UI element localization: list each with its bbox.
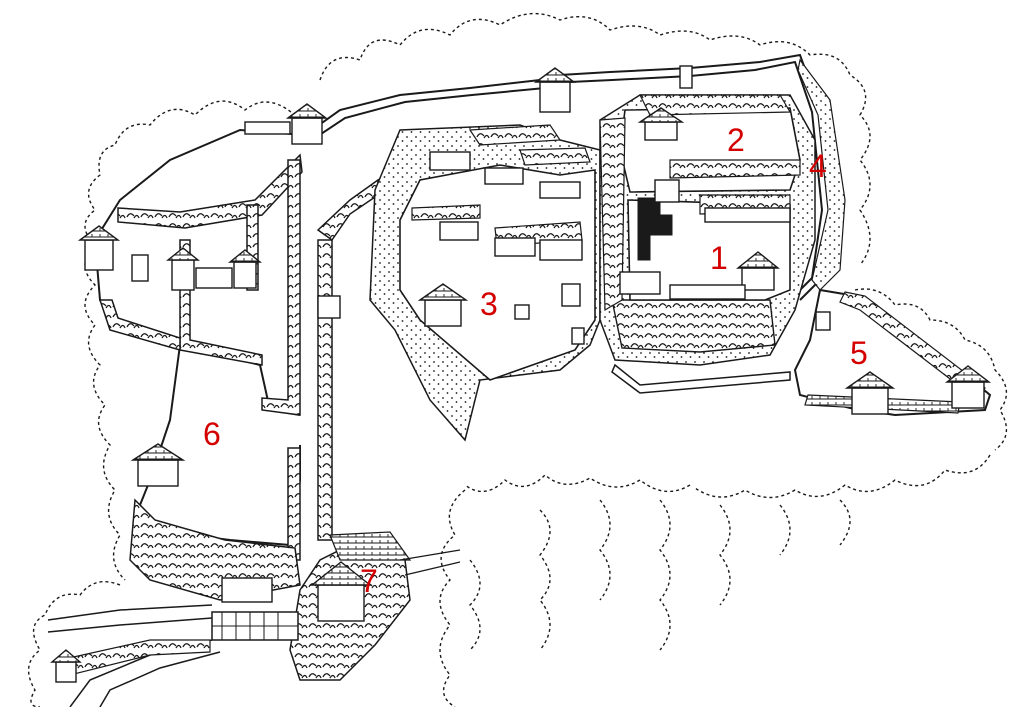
bailey-7-keep (309, 561, 373, 622)
bailey-3-north-gate (539, 181, 581, 199)
bailey-6-east-wall (261, 159, 301, 416)
northwest-gate-tower (285, 103, 329, 145)
bailey-1-west-wall (599, 117, 626, 312)
bailey-label-1: 1 (710, 240, 728, 276)
bailey-5-turret-a (844, 371, 896, 415)
bailey-3-north-wall (468, 124, 562, 146)
bailey-6-bridge (195, 267, 233, 289)
approach-road-wall-left (317, 239, 333, 541)
bailey-6-gate-a (166, 247, 200, 291)
bailey-3-hall-b (539, 239, 583, 261)
bailey-5-gate (815, 311, 831, 331)
bailey-3-inner-wall (411, 204, 481, 221)
bailey-6-house-a (131, 254, 149, 282)
bailey-2-turret (637, 107, 685, 141)
bailey-5-turret-b (944, 365, 992, 409)
main-hall-building (669, 284, 746, 300)
bailey-4-east-slope (797, 58, 846, 291)
bailey-6-gate-b (228, 249, 262, 289)
bailey-2-north-wall (639, 94, 792, 116)
bailey-3-well (514, 304, 530, 320)
bailey-6-south-turret (130, 443, 186, 487)
lower-stone-wall (59, 639, 211, 676)
bailey-3-turret (417, 283, 469, 327)
bailey-1-gate-house (619, 271, 661, 295)
bailey-3-hut (571, 327, 585, 345)
northeast-gate (679, 65, 693, 89)
approach-road-wall-inner (287, 447, 301, 561)
approach-gate-house (317, 295, 341, 319)
bailey-7-steps (329, 531, 412, 561)
bailey-label-2: 2 (727, 122, 745, 158)
west-turret (77, 225, 121, 271)
bailey-label-4: 4 (809, 148, 827, 184)
bailey-3-shed (561, 283, 581, 307)
bailey-label-3: 3 (480, 286, 498, 322)
bailey-1-long-house (704, 207, 791, 223)
bailey-3-north-wall-2 (519, 147, 591, 166)
lower-bailey-stone (129, 498, 301, 601)
bailey-3-house-b (484, 167, 524, 185)
bailey-1-stone-base (611, 299, 776, 353)
approach-path (47, 604, 221, 708)
bailey-6-stone-wall (117, 153, 303, 229)
lower-gate-house (221, 577, 273, 603)
bailey-1-zigzag-wall (637, 197, 673, 261)
southwest-gate-tower (50, 649, 82, 683)
main-keep-building (736, 251, 780, 291)
bailey-2-inner-wall (669, 159, 801, 179)
bailey-label-5: 5 (850, 335, 868, 371)
northwest-wall-house (244, 121, 291, 135)
bailey-1-north-house (654, 179, 680, 203)
buildings (50, 65, 992, 683)
bailey-6-west-wall (98, 299, 181, 351)
bailey-3-hall-a (494, 237, 536, 257)
river-path (399, 549, 461, 576)
bailey-1-south-wall (611, 363, 791, 394)
bailey-3-storehouse (439, 221, 479, 241)
north-gate-tower (533, 67, 577, 113)
bailey-label-7: 7 (360, 563, 378, 599)
upper-road-wall (316, 178, 379, 242)
bailey-3-north-house (429, 151, 471, 171)
bailey-label-6: 6 (203, 416, 221, 452)
